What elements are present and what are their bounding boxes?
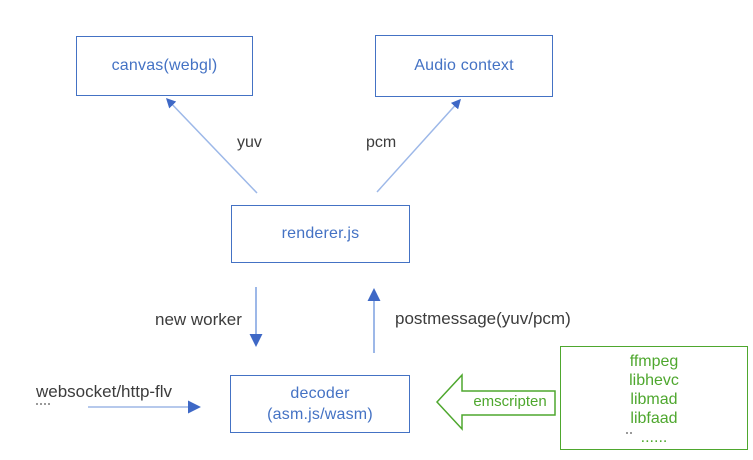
- audio-context-label: Audio context: [414, 57, 514, 74]
- renderer-js-label: renderer.js: [281, 225, 360, 242]
- codec-libs-node: ffmpeg libhevc libmad libfaad ......: [560, 346, 748, 450]
- emscripten-label: emscripten: [473, 393, 547, 410]
- websocket-http-flv-label: websocket/http-flv: [36, 382, 173, 401]
- lib-item-ellipsis: ......: [640, 429, 668, 446]
- decoder-label-line1: decoder: [290, 385, 350, 402]
- spellcheck-underline-libfaad: [626, 432, 632, 434]
- canvas-webgl-node: canvas(webgl): [76, 36, 253, 96]
- decoder-node: decoder (asm.js/wasm): [230, 375, 410, 433]
- pcm-label: pcm: [366, 134, 397, 151]
- lib-item-libhevc: libhevc: [629, 372, 679, 389]
- lib-item-ffmpeg: ffmpeg: [629, 353, 679, 370]
- renderer-js-node: renderer.js: [231, 205, 410, 263]
- yuv-label: yuv: [237, 134, 262, 151]
- lib-item-libmad: libmad: [630, 391, 678, 408]
- audio-context-node: Audio context: [375, 35, 553, 97]
- postmessage-label: postmessage(yuv/pcm): [395, 309, 571, 328]
- spellcheck-underline-websocket: [36, 403, 50, 405]
- lib-item-libfaad: libfaad: [630, 410, 678, 427]
- decoder-label-line2: (asm.js/wasm): [267, 406, 373, 423]
- canvas-webgl-label: canvas(webgl): [111, 57, 218, 74]
- new-worker-label: new worker: [155, 310, 242, 329]
